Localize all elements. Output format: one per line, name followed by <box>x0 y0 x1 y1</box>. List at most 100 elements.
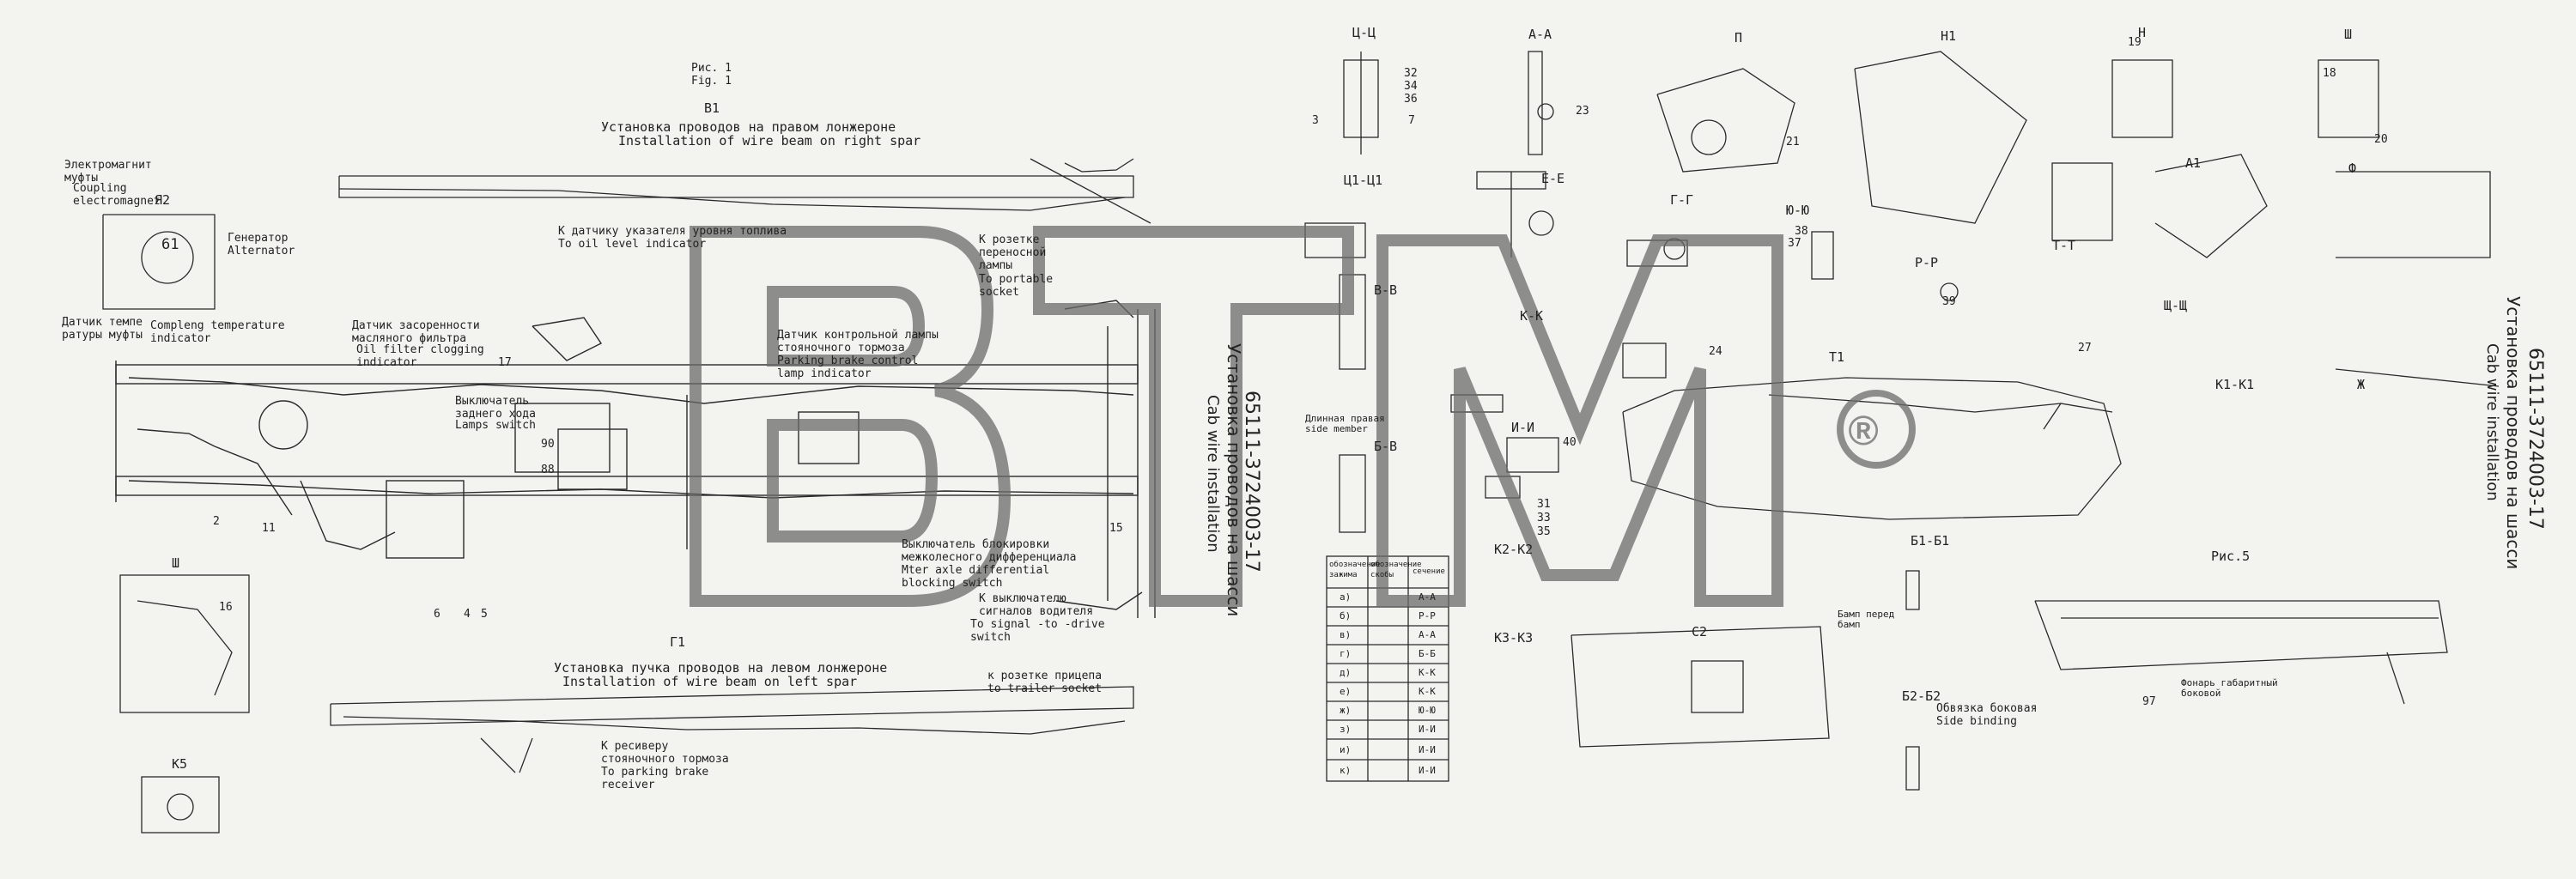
table-cell: г) <box>1340 648 1352 659</box>
watermark-letter-t <box>1033 226 1354 607</box>
table-cell: Р-Р <box>1419 610 1436 621</box>
part-number: 61 <box>161 236 179 253</box>
view-bv: Б-В <box>1374 439 1398 454</box>
socket-label-ru: К розетке переносной лампы <box>979 233 1047 272</box>
figure-label: Рис. 1 Fig. 1 <box>691 62 732 88</box>
view-k5: К5 <box>172 756 188 772</box>
table-header: обозначение зажима <box>1329 561 1381 579</box>
watermark-registered <box>1837 390 1916 469</box>
part-number: 31 <box>1537 498 1551 511</box>
socket-label-en: To portable socket <box>979 273 1054 299</box>
table-cell: ж) <box>1340 705 1352 716</box>
view-a1: А1 <box>2185 155 2202 171</box>
view-k1k1: К1-К1 <box>2215 377 2255 392</box>
view-ts: Ц-Ц <box>1352 25 1376 40</box>
watermark-letter-m <box>1376 234 1783 607</box>
part-number: 16 <box>219 601 233 614</box>
figure-5-label: Рис.5 <box>2211 549 2251 564</box>
view-ee: Е-Е <box>1541 171 1565 186</box>
signal-switch-label-ru: К выключателю сигналов водителя <box>979 592 1094 618</box>
side-binding-label-ru: Обвязка боковая <box>1936 702 2038 715</box>
part-number: 5 <box>481 608 488 621</box>
registered-mark: ® <box>1848 409 1878 454</box>
bumper-label: Бамп перед бамп <box>1838 609 1895 630</box>
part-number: 21 <box>1786 136 1800 149</box>
section-details <box>1304 51 2500 533</box>
table-cell: е) <box>1340 686 1352 697</box>
view-ya2: Я2 <box>155 192 171 208</box>
part-number: 39 <box>1942 295 1956 308</box>
table-cell: К-К <box>1419 667 1436 678</box>
legend-table-grid <box>1326 555 1449 782</box>
coupling-label-ru: Электромагнит муфты <box>64 159 152 185</box>
part-number: 4 <box>464 608 471 621</box>
temp-sensor-label-ru: Датчик темпе ратуры муфты <box>62 316 143 342</box>
oil-filter-label-ru: Датчик засоренности масляного фильтра <box>352 319 480 345</box>
part-number: 11 <box>262 522 276 535</box>
part-number: 35 <box>1537 525 1551 538</box>
part-number: 33 <box>1537 512 1551 524</box>
side-binding-view <box>1905 570 2448 791</box>
table-cell: а) <box>1340 591 1352 603</box>
part-number: 24 <box>1709 345 1722 358</box>
view-n1: Н1 <box>1941 28 1957 44</box>
side-marker-lamp-label: Фонарь габаритный боковой <box>2181 677 2278 699</box>
view-tt: Т-Т <box>2052 238 2076 253</box>
part-number: 17 <box>498 356 512 369</box>
view-k2k2: К2-К2 <box>1494 542 1534 557</box>
view-k3k3: К3-К3 <box>1494 630 1534 646</box>
view-ii: И-И <box>1511 420 1535 435</box>
view-kk: К-К <box>1520 308 1544 324</box>
right-spar-title-ru: Установка проводов на правом лонжероне <box>601 119 896 135</box>
view-aa: А-А <box>1528 27 1552 42</box>
doc-number-right: 65111-3724003-17 <box>2524 348 2546 530</box>
view-ts1: Ц1-Ц1 <box>1344 173 1383 188</box>
table-cell: И-И <box>1419 765 1436 776</box>
part-number: 37 <box>1788 237 1801 250</box>
fuel-sensor-label-ru: К датчику указателя уровня топлива <box>558 225 787 238</box>
table-cell: в) <box>1340 629 1352 640</box>
trailer-socket-label-ru: к розетке прицепа <box>987 670 1103 682</box>
part-number: 27 <box>2078 342 2092 355</box>
table-cell: И-И <box>1419 724 1436 735</box>
part-number: 23 <box>1576 105 1589 118</box>
view-b2b2: Б2-Б2 <box>1902 688 1941 704</box>
view-f: Ф <box>2348 161 2357 176</box>
reverse-switch-label-ru: Выключатель заднего хода <box>455 395 536 421</box>
part-number: 15 <box>1109 522 1123 535</box>
view-p: П <box>1735 30 1743 45</box>
part-number: 20 <box>2374 133 2388 146</box>
table-cell: И-И <box>1419 744 1436 755</box>
table-cell: и) <box>1340 744 1352 755</box>
parking-sensor-label-ru: Датчик контрольной лампы стояночного тор… <box>777 329 939 355</box>
reverse-switch-label-en: Lamps switch <box>455 419 536 432</box>
part-number: 6 <box>434 608 440 621</box>
part-number: 97 <box>2142 695 2156 708</box>
view-v1: В1 <box>704 100 720 116</box>
view-sh-right: Ш <box>2344 27 2353 42</box>
view-c2: С2 <box>1692 624 1708 640</box>
view-yuyu: Ю-Ю <box>1786 203 1810 218</box>
right-spar-beam <box>338 158 1151 224</box>
table-cell: д) <box>1340 667 1352 678</box>
right-spar-title-en: Installation of wire beam on right spar <box>618 133 921 149</box>
table-header: сечение <box>1413 567 1445 576</box>
alternator-label: Генератор Alternator <box>228 232 295 258</box>
trailer-socket-label-en: to trailer socket <box>987 682 1103 695</box>
left-detail-views <box>102 214 250 834</box>
table-cell: А-А <box>1419 629 1436 640</box>
view-zh: Ж <box>2357 377 2366 392</box>
view-n: Н <box>2138 25 2147 40</box>
left-spar-title-en: Installation of wire beam on left spar <box>562 674 858 689</box>
parking-sensor-label-en: Parking brake control lamp indicator <box>777 355 919 380</box>
left-spar-beam <box>330 686 1134 773</box>
table-cell: К-К <box>1419 686 1436 697</box>
receiver-label-ru: К ресиверу стояночного тормоза <box>601 740 729 766</box>
part-number: 2 <box>213 515 220 528</box>
side-member-label: Длинная правая side member <box>1305 413 1385 434</box>
table-cell: Ю-Ю <box>1419 705 1436 716</box>
view-shsh: Щ-Щ <box>2164 298 2188 313</box>
part-number: 40 <box>1563 436 1577 449</box>
doc-title-ru-center: Установка проводов на шасси <box>1224 343 1244 617</box>
